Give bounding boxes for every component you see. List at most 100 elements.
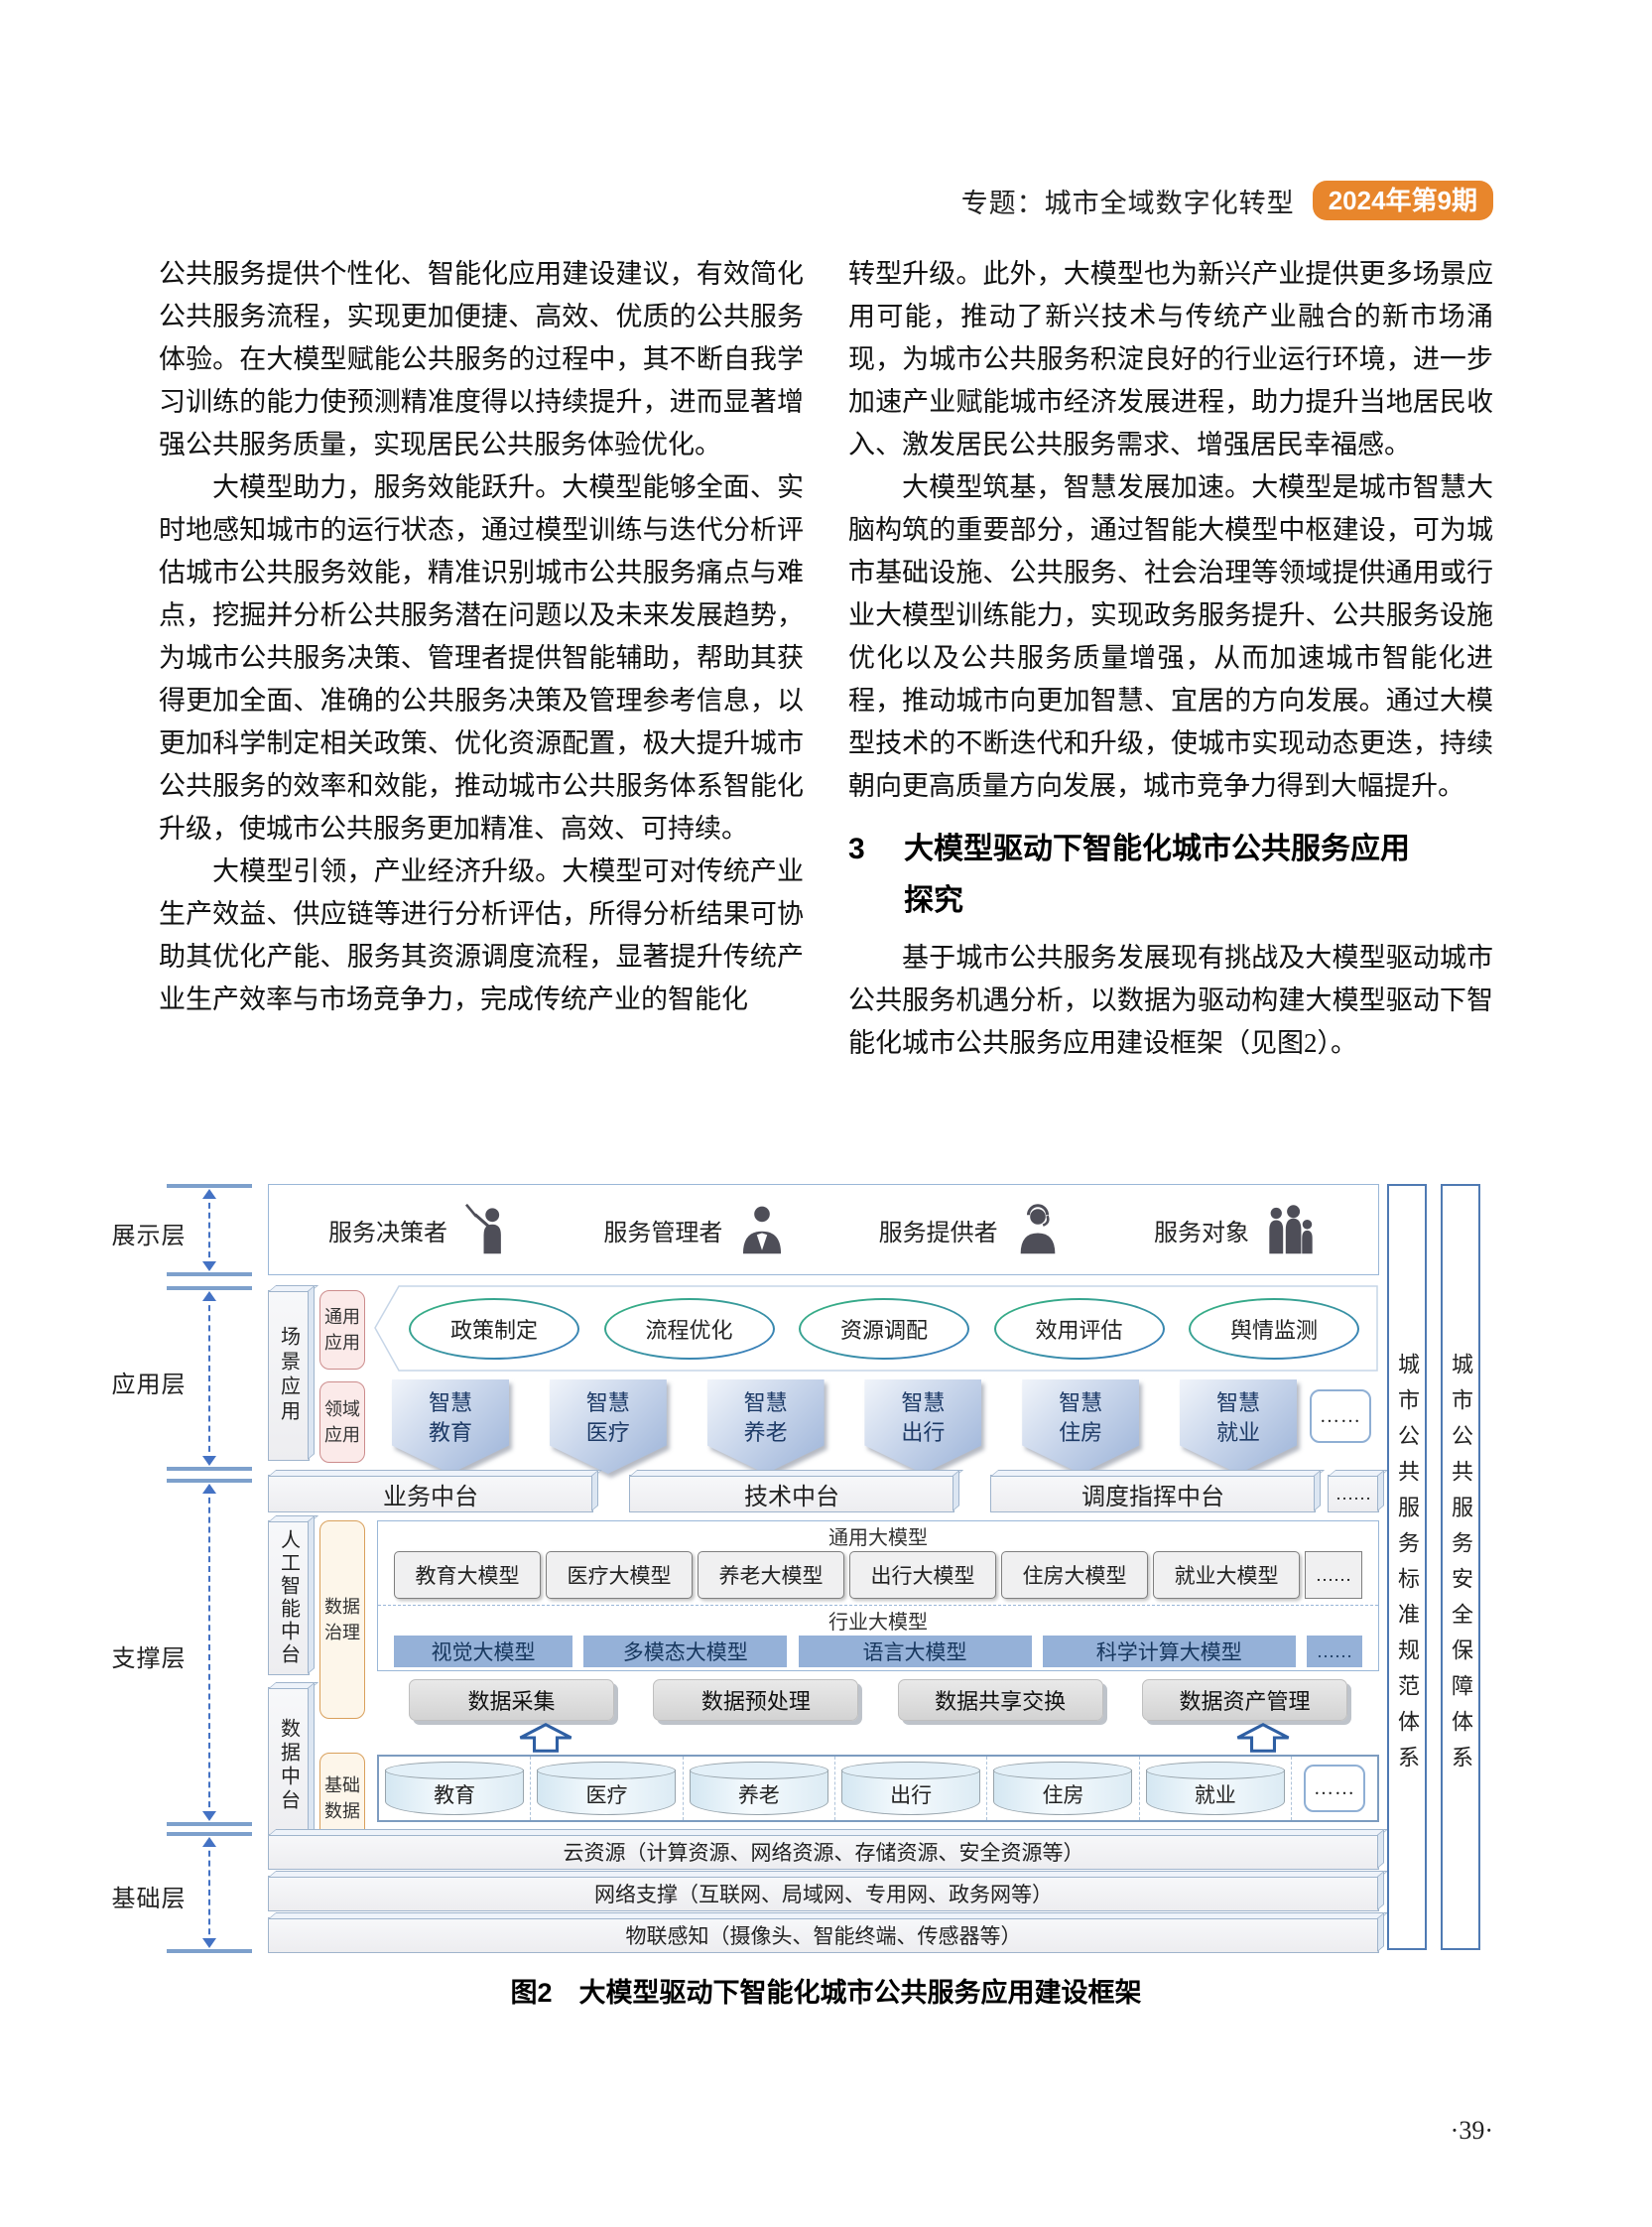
layer-bracket-display [167, 1184, 252, 1276]
paragraph: 大模型筑基，智慧发展加速。大模型是城市智慧大脑构筑的重要部分，通过智能大模型中枢… [848, 472, 1493, 801]
banner-smart-mobility: 智慧 出行 [864, 1379, 982, 1474]
database-cylinder-icon: 医疗 [537, 1762, 677, 1815]
banner-smart-medical: 智慧 医疗 [549, 1379, 667, 1474]
banner-wrap: 智慧 医疗 [549, 1379, 667, 1474]
database-cell: …… [1292, 1757, 1377, 1820]
layer-label-support: 支撑层 [111, 1646, 187, 1672]
data-exchange-box: 数据共享交换 [897, 1679, 1103, 1721]
technology-platform-box: 技术中台 [629, 1475, 954, 1512]
oval-resource: 资源调配 [799, 1298, 969, 1360]
industry-models-label: 行业大模型 [828, 1612, 928, 1634]
figure-caption: 图2 大模型驱动下智能化城市公共服务应用建设框架 [510, 1978, 1142, 2008]
oval-utility: 效用评估 [994, 1298, 1165, 1360]
paragraph: 大模型助力，服务效能跃升。大模型能够全面、实时地感知城市的运行状态，通过模型训练… [159, 472, 804, 844]
model-medical: 医疗大模型 [546, 1551, 693, 1599]
right-column: 转型升级。此外，大模型也为新兴产业提供更多场景应用可能，推动了新兴技术与传统产业… [848, 253, 1493, 1065]
banner-wrap: 智慧 养老 [706, 1379, 825, 1474]
model-education: 教育大模型 [394, 1551, 541, 1599]
database-cylinder-icon: 教育 [385, 1762, 525, 1815]
decision-maker-icon [464, 1204, 501, 1254]
provider-icon [1020, 1204, 1055, 1254]
banner-wrap: 智慧 出行 [864, 1379, 982, 1474]
role-decision-maker: 服务决策者 [328, 1204, 513, 1255]
scene-application-box: 场景应用 [268, 1290, 310, 1461]
role-provider: 服务提供者 [879, 1204, 1064, 1255]
database-cylinder-icon: 养老 [689, 1762, 828, 1815]
section-heading: 3 大模型驱动下智能化城市公共服务应用 探究 [848, 824, 1493, 927]
family-icon [1269, 1205, 1313, 1254]
paragraph: 基于城市公共服务发展现有挑战及大模型驱动城市公共服务机遇分析，以数据为驱动构建大… [848, 943, 1493, 1058]
role-manager: 服务管理者 [603, 1204, 788, 1255]
models-divider [378, 1605, 1378, 1606]
data-governance-box: 数据 治理 [319, 1520, 365, 1719]
paragraph: 公共服务提供个性化、智能化应用建设建议，有效简化公共服务流程，实现更加便捷、高效… [159, 259, 804, 459]
model-housing: 住房大模型 [1001, 1551, 1148, 1599]
layer-bracket-application [167, 1286, 252, 1471]
dispatch-platform-box: 调度指挥中台 [990, 1475, 1316, 1512]
business-platform-box: 业务中台 [268, 1475, 593, 1512]
layer-bracket-foundation [167, 1832, 252, 1953]
up-arrow-icon [519, 1723, 572, 1753]
industry-models-row: 视觉大模型 多模态大模型 语言大模型 科学计算大模型 …… [394, 1636, 1362, 1667]
data-preprocess-box: 数据预处理 [653, 1679, 859, 1721]
standard-system-bar: 城市公共服务标准规范体系 [1387, 1184, 1427, 1950]
section-title-line1: 大模型驱动下智能化城市公共服务应用 [904, 833, 1410, 865]
domain-apps-ellipsis: …… [1310, 1389, 1371, 1443]
role-label: 服务提供者 [878, 1220, 998, 1246]
general-models-label: 通用大模型 [828, 1527, 928, 1549]
database-cell: 教育 [379, 1757, 532, 1820]
banner-wrap: 智慧 就业 [1179, 1379, 1297, 1474]
banner-smart-education: 智慧 教育 [392, 1379, 509, 1474]
issue-badge: 2024年第9期 [1312, 181, 1493, 220]
model-employment: 就业大模型 [1153, 1551, 1300, 1599]
banner-smart-housing: 智慧 住房 [1022, 1379, 1140, 1474]
page-header: 专题：城市全域数字化转型 2024年第9期 [961, 181, 1493, 220]
cloud-resource-row: 云资源（计算资源、网络资源、存储资源、安全资源等） [268, 1834, 1379, 1870]
security-system-bar: 城市公共服务安全保障体系 [1441, 1184, 1480, 1950]
industry-models-ellipsis: …… [1307, 1636, 1362, 1667]
role-label: 服务对象 [1153, 1220, 1249, 1246]
general-application-box: 通用 应用 [319, 1290, 365, 1370]
paragraph: 大模型引领，产业经济升级。大模型可对传统产业生产效益、供应链等进行分析评估，所得… [159, 856, 804, 1014]
arrow-down-icon [202, 1261, 216, 1271]
page-number: ·39· [1450, 2116, 1493, 2145]
banner-smart-employment: 智慧 就业 [1179, 1379, 1297, 1474]
database-cylinder-icon: 住房 [993, 1762, 1133, 1815]
paragraph: 转型升级。此外，大模型也为新兴产业提供更多场景应用可能，推动了新兴技术与传统产业… [848, 259, 1493, 459]
database-cell: 就业 [1140, 1757, 1292, 1820]
database-cylinder-icon: 出行 [841, 1762, 981, 1815]
database-cell: 出行 [835, 1757, 988, 1820]
up-arrow-icon [1236, 1723, 1290, 1753]
general-models-row: 教育大模型 医疗大模型 养老大模型 出行大模型 住房大模型 就业大模型 …… [394, 1551, 1362, 1599]
role-label: 服务决策者 [328, 1220, 447, 1246]
data-process-row: 数据采集 数据预处理 数据共享交换 数据资产管理 [377, 1679, 1379, 1721]
left-column: 公共服务提供个性化、智能化应用建设建议，有效简化公共服务流程，实现更加便捷、高效… [159, 253, 804, 1021]
arrow-down-icon [202, 1456, 216, 1466]
model-eldercare: 养老大模型 [698, 1551, 844, 1599]
data-asset-box: 数据资产管理 [1141, 1679, 1347, 1721]
layer-label-foundation: 基础层 [111, 1887, 187, 1912]
database-cell: 养老 [684, 1757, 835, 1820]
general-models-ellipsis: …… [1305, 1551, 1362, 1599]
model-vision: 视觉大模型 [394, 1636, 572, 1667]
model-scientific: 科学计算大模型 [1042, 1636, 1296, 1667]
model-mobility: 出行大模型 [849, 1551, 996, 1599]
role-label: 服务管理者 [603, 1220, 723, 1246]
databases-container: 教育 医疗 养老 出行 住房 就业 …… [377, 1755, 1379, 1822]
role-target: 服务对象 [1154, 1204, 1319, 1255]
database-cell: 住房 [987, 1757, 1140, 1820]
layer-label-display: 展示层 [111, 1224, 187, 1249]
banner-wrap: 智慧 住房 [1022, 1379, 1140, 1474]
oval-policy: 政策制定 [409, 1298, 579, 1360]
banner-wrap: 智慧 教育 [392, 1379, 509, 1474]
callout-outline [374, 1285, 1378, 1372]
data-collection-box: 数据采集 [409, 1679, 614, 1721]
display-layer-box: 服务决策者 服务管理者 服务提供者 [268, 1184, 1379, 1275]
database-cell: 医疗 [531, 1757, 684, 1820]
arrow-down-icon [202, 1938, 216, 1948]
data-platform-box: 数据中台 [268, 1687, 310, 1844]
ai-platform-box: 人工智能中台 [268, 1520, 310, 1675]
domain-apps-row: 智慧 教育 智慧 医疗 智慧 养老 智慧 出行 智慧 住房 智慧 就业 [392, 1379, 1297, 1474]
models-container: 通用大模型 教育大模型 医疗大模型 养老大模型 出行大模型 住房大模型 就业大模… [377, 1520, 1379, 1671]
